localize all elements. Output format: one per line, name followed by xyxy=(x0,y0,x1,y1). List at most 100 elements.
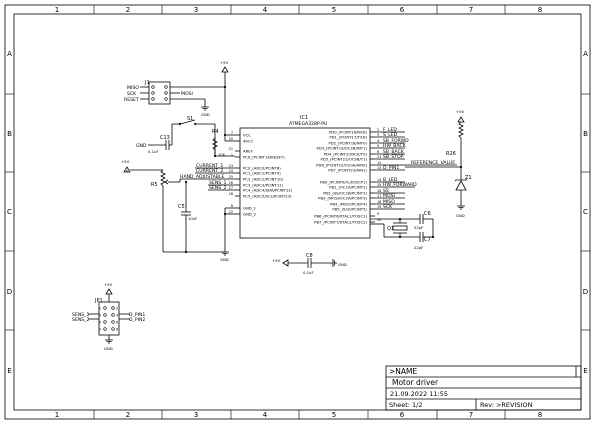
net-label: SB_STOP xyxy=(383,154,404,160)
ic1-pin-name: PD2_(PCINT18/INT0) xyxy=(328,140,367,145)
reset-network: S1 R4 10k C13 GND 0.1uF xyxy=(136,116,235,158)
col-label-8: 8 xyxy=(538,6,542,14)
title-block: >NAME Motor driver 21.09.2022 11:55 Shee… xyxy=(385,365,582,411)
ic1-pin-name: PC2_(ADC2/PCINT10) xyxy=(243,176,284,181)
jp1-pin xyxy=(111,306,115,310)
net-label: MOSI xyxy=(383,193,395,199)
ic1-right-pins: 2PD0_(PCINT16/RXD)3PD1_(PCINT17/TXD)4PD2… xyxy=(314,128,381,224)
c13-ref: C13 xyxy=(160,135,170,141)
net-label: F_LED xyxy=(383,127,397,133)
j1-gnd-label: GND xyxy=(201,112,210,117)
ic1-pin-name: PB0_(PCINT0/CLKO/ICP1) xyxy=(320,179,367,184)
ic1-pin-number: 15 xyxy=(377,183,381,187)
ic1-pin-name: PD6_(PCINT22/OC0A/AIN0) xyxy=(316,162,367,167)
right-nets: F_LEDS_LEDSB_FORWDHW_BACKSB_BACKSB_STOPR… xyxy=(375,127,457,210)
col-label-6: 6 xyxy=(400,6,405,14)
ic1-pin-number: 6 xyxy=(377,150,379,154)
r5-5v: +5V xyxy=(121,159,130,164)
j1-reset: RESET xyxy=(124,97,139,103)
connector-j1: J1 MISO SCK RESET MOSI GND xyxy=(124,80,225,117)
net-hand-adjustable: HAND_ADJUSTABLE xyxy=(180,174,224,180)
ic1-pin-number: 16 xyxy=(377,189,381,193)
drawing-frame: 1 2 3 4 5 6 7 8 1 2 3 4 5 6 7 8 A B C D … xyxy=(4,4,591,420)
crystal-q1: Q1 C6 22pF C7 22pF xyxy=(370,211,435,250)
col-label-7b: 7 xyxy=(469,411,473,419)
col-label-1: 1 xyxy=(55,6,59,14)
jp1-pin xyxy=(111,327,115,331)
net-label: HW_BACK xyxy=(383,143,407,149)
jp1-pin xyxy=(103,327,107,331)
tb-title: Motor driver xyxy=(392,378,439,387)
row-label-d: D xyxy=(7,288,12,296)
net-label: D_PIN1 xyxy=(383,165,399,171)
c5-ref: C5 xyxy=(178,204,185,210)
jp1-5v: +5V xyxy=(104,282,113,287)
r4-ref: R4 xyxy=(212,129,219,135)
j1-ref: J1 xyxy=(144,80,150,86)
col-label-4: 4 xyxy=(263,6,268,14)
c8-gnd: GND xyxy=(338,262,347,267)
row-label-b: B xyxy=(7,130,12,138)
jp1-pin-number: 7 xyxy=(99,327,101,331)
net-label: S_LED xyxy=(383,132,398,138)
c6-ref: C6 xyxy=(424,211,431,217)
ic1-pin-name: PC1_(ADC1/PCINT9) xyxy=(243,170,281,175)
row-label-b-r: B xyxy=(583,130,588,138)
ic1-pin-name: VCC xyxy=(243,132,251,137)
tb-date: 21.09.2022 11:55 xyxy=(390,390,448,398)
col-label-4b: 4 xyxy=(263,411,268,419)
ic1-pin-name: PB2_(SS/OC1B/PCINT2) xyxy=(323,190,367,195)
row-label-e: E xyxy=(7,367,11,375)
power-5v-top-label: +5V xyxy=(220,60,229,65)
ic1-pin-number: 7 xyxy=(231,131,233,135)
ic1-pin-name: PD5_(PCINT21/OC0B/T1) xyxy=(321,156,368,161)
left-nets: CURRENT_1 CURRENT_2 HAND_ADJUSTABLE SENS… xyxy=(180,163,235,191)
ic1-pin-name: PC5_(ADC5/SCL/PCINT13) xyxy=(243,193,292,198)
ic1-pin-name: PD7_(PCINT23/AIN1) xyxy=(328,167,367,172)
r26-5v: +5V xyxy=(456,109,465,114)
col-label-5b: 5 xyxy=(332,411,336,419)
row-label-d-r: D xyxy=(583,288,588,296)
ic1-pin-name: PB4_(MISO/PCINT4) xyxy=(330,201,367,206)
jp1-pin xyxy=(103,320,107,324)
jp1-pin-number: 2 xyxy=(116,306,118,310)
c8-value: 0.1uF xyxy=(303,270,314,275)
ic1-pin-name: AVCC xyxy=(243,138,254,143)
z1-ref: Z1 xyxy=(465,175,472,181)
jp1-pin xyxy=(111,320,115,324)
net-label: REFERENCE_VALUE xyxy=(411,160,455,166)
net-current-1: CURRENT_1 xyxy=(196,163,223,169)
jp1-sens-1: SENS_1 xyxy=(72,312,89,318)
ic1-pin-name: GND_2 xyxy=(243,211,257,216)
jp1-ref: JP1 xyxy=(94,298,103,304)
c7-value: 22pF xyxy=(414,245,423,250)
tb-revision: Rev: >REVISION xyxy=(480,401,533,409)
jp1-pin-number: 3 xyxy=(99,313,101,317)
jp1-pin xyxy=(103,313,107,317)
ic1-pin-name: PB3_(MOSI/OC2A/PCINT3) xyxy=(318,195,367,200)
ic1-pin-number: 23 xyxy=(229,164,233,168)
jp1-pin-number: 6 xyxy=(116,320,118,324)
ic1-pin-number: 8 xyxy=(231,204,233,208)
ic1-pin-number: 3 xyxy=(377,133,379,137)
ic1-pin-name: GND_1 xyxy=(243,205,257,210)
col-label-6b: 6 xyxy=(400,411,405,419)
col-label-8b: 8 xyxy=(538,411,542,419)
col-label-1b: 1 xyxy=(55,411,59,419)
row-label-e-r: E xyxy=(583,367,587,375)
col-label-2: 2 xyxy=(126,6,130,14)
ic1-pin-name: PB1_(OC1A/PCINT1) xyxy=(329,184,367,189)
net-label: MISO xyxy=(383,199,395,205)
net-label: B_LED xyxy=(383,177,398,183)
net-current-2: CURRENT_2 xyxy=(196,168,223,174)
ic1-pin-name: AREF xyxy=(243,148,253,153)
ic1-pin-number: 18 xyxy=(377,200,381,204)
net-label: SB_FORWD xyxy=(383,138,409,144)
col-label-2b: 2 xyxy=(126,411,130,419)
col-label-5: 5 xyxy=(332,6,336,14)
ic1-pin-name: PD1_(PCINT17/TXD) xyxy=(329,134,367,139)
power-5v-top: +5V xyxy=(220,60,229,135)
ic1-pin-number: 27 xyxy=(229,186,233,190)
ic1-pin-number: 2 xyxy=(377,128,379,132)
